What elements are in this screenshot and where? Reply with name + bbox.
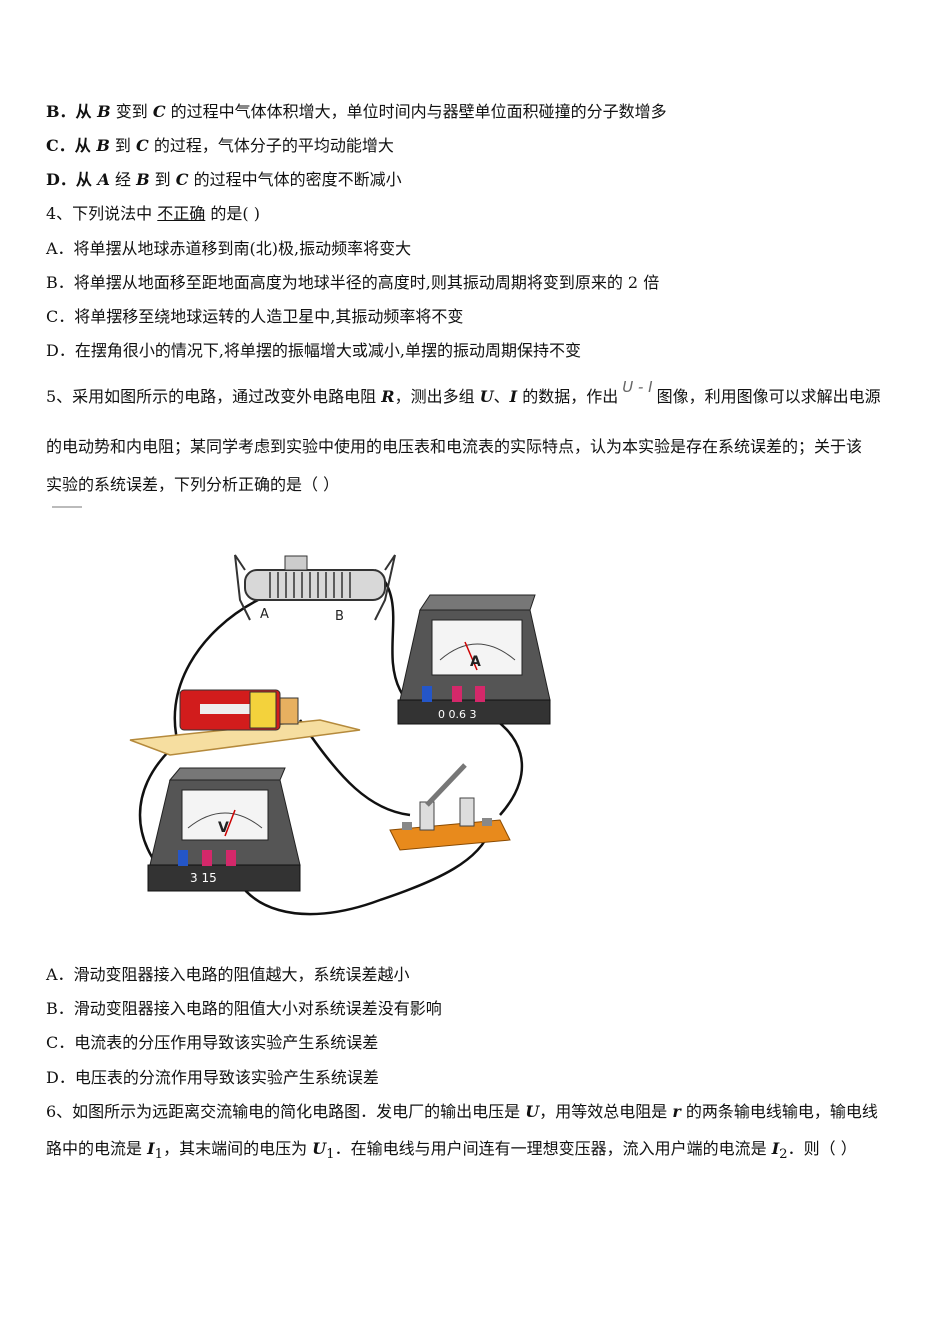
stem-text: 的是( )	[205, 204, 260, 223]
voltmeter: V 3 15	[147, 767, 301, 892]
stem-text: 的两条输电线输电，输电线	[680, 1102, 878, 1121]
stem-text: 4、下列说法中	[46, 204, 158, 223]
var: A	[97, 170, 110, 189]
var: B	[136, 170, 150, 189]
var: U	[312, 1139, 327, 1158]
q4-option-b: B．将单摆从地面移至距地面高度为地球半径的高度时,则其振动周期将变到原来的 2 …	[46, 273, 660, 292]
subscript: 2	[779, 1147, 788, 1163]
option-text: 的过程中气体的密度不断减小	[188, 170, 402, 189]
subscript: 1	[326, 1147, 335, 1163]
q3-option-d: D．从 A 经 B 到 C 的过程中气体的密度不断减小	[46, 169, 402, 191]
option-text: 到	[109, 136, 137, 155]
label-b: B	[335, 609, 344, 624]
var: I	[147, 1139, 155, 1158]
stem-text: 6、如图所示为远距离交流输电的简化电路图．发电厂的输出电压是	[46, 1102, 526, 1121]
var: B	[96, 136, 110, 155]
stem-text: ，其末端间的电压为	[163, 1139, 313, 1158]
var: U	[525, 1102, 540, 1121]
var: U	[479, 387, 494, 406]
option-text: B．从	[46, 102, 98, 121]
stem-text: 路中的电流是	[46, 1139, 148, 1158]
option-text: 经	[109, 170, 137, 189]
var: r	[672, 1102, 681, 1121]
q4-option-d: D．在摆角很小的情况下,将单摆的振幅增大或减小,单摆的振动周期保持不变	[46, 341, 582, 360]
ammeter-letter: A	[470, 654, 481, 670]
q6-stem-line1: 6、如图所示为远距离交流输电的简化电路图．发电厂的输出电压是 U，用等效总电阻是…	[46, 1101, 878, 1123]
divider	[52, 506, 82, 508]
wire	[481, 710, 524, 816]
var: C	[152, 102, 166, 121]
rheostat: A B	[234, 554, 396, 624]
q4-option-a: A．将单摆从地球赤道移到南(北)极,振动频率将变大	[46, 239, 412, 258]
circuit-figure: A B A 0 0.6 3 V 3 15	[129, 554, 551, 916]
var: I	[509, 387, 518, 406]
stem-text: 5、采用如图所示的电路，通过改变外电路电阻	[46, 387, 382, 406]
stem-text: 的数据，作出	[517, 387, 619, 406]
wire	[173, 598, 259, 751]
formula: U - I	[622, 378, 653, 396]
ammeter-terminals: 0 0.6 3	[438, 708, 476, 721]
stem-text: ，测出多组	[394, 387, 480, 406]
option-text: 的过程中气体体积增大，单位时间内与器壁单位面积碰撞的分子数增多	[165, 102, 667, 121]
knife-switch	[389, 763, 511, 851]
subscript: 1	[154, 1147, 164, 1163]
option-text: D．从	[46, 170, 98, 189]
option-text: 的过程，气体分子的平均动能增大	[148, 136, 394, 155]
q5-option-d: D．电压表的分流作用导致该实验产生系统误差	[46, 1068, 379, 1087]
stem-text: ，用等效总电阻是	[539, 1102, 673, 1121]
label-a: A	[260, 607, 269, 622]
var: B	[97, 102, 111, 121]
var: R	[381, 387, 395, 406]
q3-option-b: B．从 B 变到 C 的过程中气体体积增大，单位时间内与器壁单位面积碰撞的分子数…	[46, 101, 667, 123]
var: C	[175, 170, 189, 189]
option-text: 到	[149, 170, 176, 189]
q5-option-c: C．电流表的分压作用导致该实验产生系统误差	[46, 1033, 379, 1052]
q5-stem-line2: 的电动势和内电阻；某同学考虑到实验中使用的电压表和电流表的实际特点，认为本实验是…	[46, 437, 863, 456]
q4-option-c: C．将单摆移至绕地球运转的人造卫星中,其振动频率将不变	[46, 307, 464, 326]
q4-stem: 4、下列说法中 不正确 的是( )	[46, 203, 260, 225]
stem-text: ．则（ ）	[787, 1139, 857, 1158]
var: I	[771, 1139, 780, 1158]
stem-underline: 不正确	[157, 204, 206, 223]
option-text: 变到	[110, 102, 153, 121]
ammeter: A 0 0.6 3	[397, 594, 551, 725]
stem-text: 、	[493, 387, 510, 406]
stem-text: 图像，利用图像可以求解出电源	[656, 387, 881, 406]
q5-stem-line3: 实验的系统误差，下列分析正确的是（ ）	[46, 475, 340, 494]
option-text: C．从	[46, 136, 97, 155]
var: C	[136, 136, 149, 155]
stem-text: ．在输电线与用户间连有一理想变压器，流入用户端的电流是	[334, 1139, 772, 1158]
q3-option-c: C．从 B 到 C 的过程，气体分子的平均动能增大	[46, 135, 394, 157]
battery	[129, 689, 361, 756]
q5-option-a: A．滑动变阻器接入电路的阻值越大，系统误差越小	[46, 965, 410, 984]
wire	[298, 719, 411, 817]
q6-stem-line2: 路中的电流是 I1，其末端间的电压为 U1．在输电线与用户间连有一理想变压器，流…	[46, 1138, 857, 1166]
wire	[228, 829, 492, 916]
voltmeter-terminals: 3 15	[190, 871, 217, 885]
q5-option-b: B．滑动变阻器接入电路的阻值大小对系统误差没有影响	[46, 999, 442, 1018]
voltmeter-letter: V	[218, 820, 229, 836]
